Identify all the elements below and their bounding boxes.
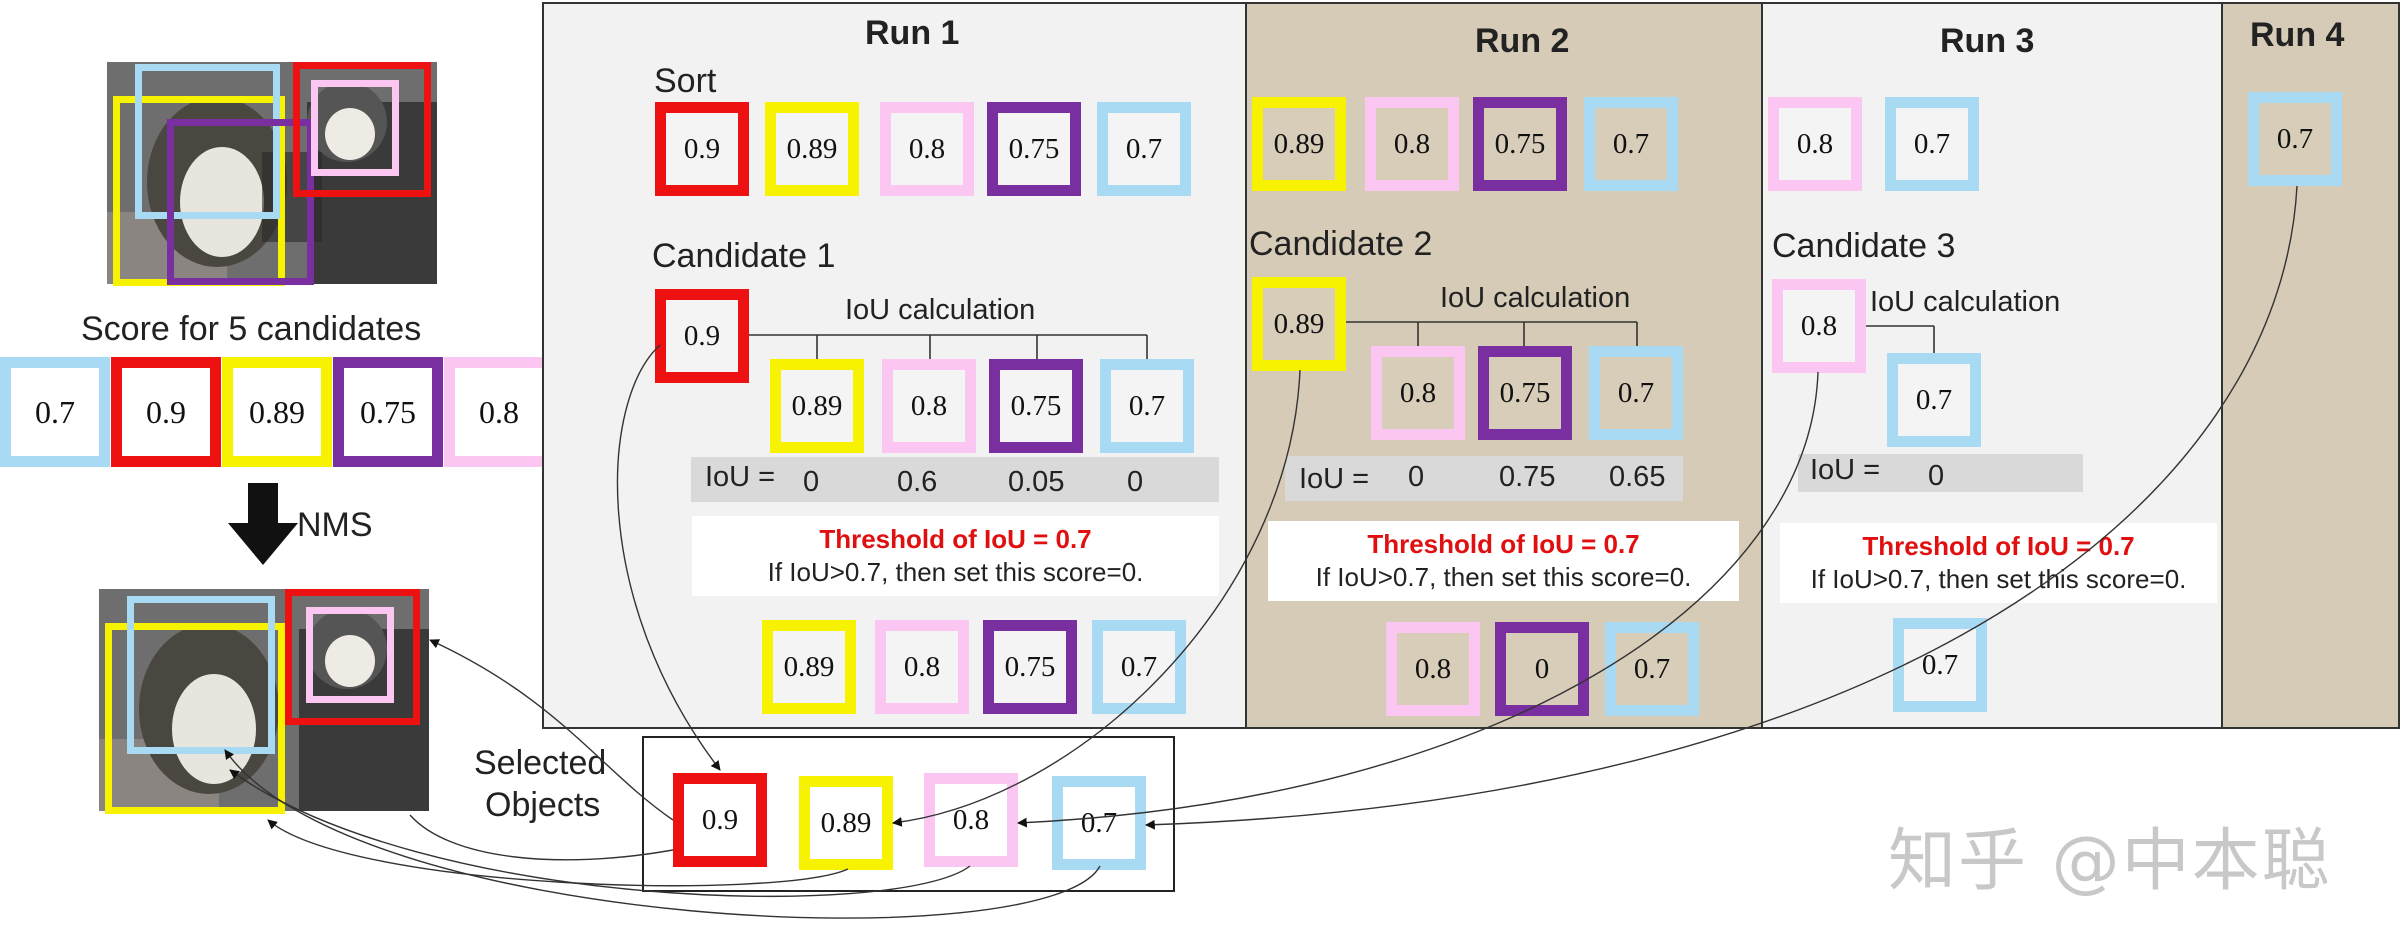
output-box-pink [306, 607, 394, 703]
run1-compare-blue: 0.7 [1100, 359, 1194, 453]
score-box-yellow: 0.89 [222, 357, 332, 467]
arrow-down-icon [228, 483, 298, 565]
run4-box-blue: 0.7 [2248, 92, 2342, 186]
run1-iou-value: 0.05 [1008, 466, 1065, 498]
run3-sorted-blue: 0.7 [1885, 97, 1979, 191]
run2-rule-text: If IoU>0.7, then set this score=0. [1315, 562, 1692, 592]
run3-iou-eq: IoU = [1810, 454, 1881, 486]
watermark: 知乎 @中本聪 [1888, 822, 2332, 901]
run1-sorted-yellow: 0.89 [765, 102, 859, 196]
arrow-yellow-to-output [267, 819, 849, 887]
run3-iou-value: 0 [1928, 460, 1945, 492]
run3-title: Run 3 [1940, 22, 2035, 60]
run2-title: Run 2 [1475, 22, 1570, 60]
run2-compare-blue: 0.7 [1589, 346, 1683, 440]
arrow-run2-to-selected [892, 369, 1301, 827]
score-box-red: 0.9 [111, 357, 221, 467]
run4-title: Run 4 [2250, 16, 2345, 54]
run1-sorted-purple: 0.75 [987, 102, 1081, 196]
input-box-purple [167, 119, 314, 285]
run1-compare-purple: 0.75 [989, 359, 1083, 453]
nms-label: NMS [297, 506, 373, 544]
run1-result-pink: 0.8 [875, 620, 969, 714]
run2-sorted-blue: 0.7 [1584, 97, 1678, 191]
run3-candidate-pink: 0.8 [1772, 279, 1866, 373]
run2-result-purple: 0 [1495, 622, 1589, 716]
output-box-yellow [105, 623, 285, 814]
run2-iou-calc-label: IoU calculation [1440, 282, 1631, 314]
run1-sorted-blue: 0.7 [1097, 102, 1191, 196]
run1-threshold-box: Threshold of IoU = 0.7 If IoU>0.7, then … [692, 516, 1219, 596]
run1-iou-calc-label: IoU calculation [845, 294, 1036, 326]
run1-result-purple: 0.75 [983, 620, 1077, 714]
input-box-red [293, 62, 431, 197]
candidate2-label: Candidate 2 [1249, 225, 1433, 263]
run2-candidate-yellow: 0.89 [1252, 277, 1346, 371]
output-box-blue [127, 596, 275, 754]
run2-iou-value: 0.75 [1499, 461, 1556, 493]
run2-result-blue: 0.7 [1605, 622, 1699, 716]
input-box-pink [311, 80, 399, 176]
selected-pink: 0.8 [924, 773, 1018, 867]
run1-iou-value: 0 [1127, 466, 1144, 498]
run1-threshold-text: Threshold of IoU = 0.7 [819, 524, 1092, 554]
score-box-blue: 0.7 [0, 357, 110, 467]
run1-sorted-red: 0.9 [655, 102, 749, 196]
run3-threshold-box: Threshold of IoU = 0.7 If IoU>0.7, then … [1780, 523, 2217, 603]
run2-iou-value: 0 [1408, 461, 1425, 493]
arrow-output-link [409, 814, 674, 861]
input-box-blue [135, 64, 280, 219]
run3-iou-bar: IoU = 0 [1798, 454, 2083, 492]
arrow-pink-to-output [224, 749, 1101, 919]
selected-label-line1: Selected [474, 744, 607, 782]
selected-blue: 0.7 [1052, 776, 1146, 870]
arrow-run4-to-selected [1145, 185, 2298, 830]
sort-label: Sort [654, 62, 717, 100]
run1-iou-bar: IoU = 0 0.6 0.05 0 [691, 457, 1219, 502]
candidate3-label: Candidate 3 [1772, 227, 1956, 265]
selected-yellow: 0.89 [799, 776, 893, 870]
run1-iou-eq: IoU = [705, 461, 776, 493]
run3-iou-calc-label: IoU calculation [1870, 286, 2061, 318]
run1-iou-value: 0.6 [897, 466, 938, 498]
run3-sorted-pink: 0.8 [1768, 97, 1862, 191]
output-box-red [285, 589, 420, 725]
candidate1-label: Candidate 1 [652, 237, 836, 275]
arrow-red-to-output [429, 639, 674, 821]
score-title: Score for 5 candidates [81, 310, 422, 348]
run2-compare-purple: 0.75 [1478, 346, 1572, 440]
run3-rule-text: If IoU>0.7, then set this score=0. [1810, 564, 2187, 594]
run2-threshold-box: Threshold of IoU = 0.7 If IoU>0.7, then … [1268, 521, 1739, 601]
run3-threshold-text: Threshold of IoU = 0.7 [1862, 531, 2135, 561]
selected-label-line2: Objects [485, 786, 601, 824]
run2-result-pink: 0.8 [1386, 622, 1480, 716]
run2-compare-pink: 0.8 [1371, 346, 1465, 440]
arrow-run1-to-selected [616, 344, 721, 771]
run1-title: Run 1 [865, 14, 960, 52]
run2-iou-eq: IoU = [1299, 463, 1370, 495]
run1-candidate-red: 0.9 [655, 289, 749, 383]
arrow-blue-to-output [229, 769, 971, 898]
selected-red: 0.9 [673, 773, 767, 867]
run1-compare-pink: 0.8 [882, 359, 976, 453]
run1-sorted-pink: 0.8 [880, 102, 974, 196]
score-box-purple: 0.75 [333, 357, 443, 467]
run1-compare-yellow: 0.89 [770, 359, 864, 453]
run3-result-blue: 0.7 [1893, 618, 1987, 712]
run1-result-yellow: 0.89 [762, 620, 856, 714]
run1-iou-value: 0 [803, 466, 820, 498]
run1-rule-text: If IoU>0.7, then set this score=0. [767, 557, 1144, 587]
run2-iou-value: 0.65 [1609, 461, 1666, 493]
run2-sorted-yellow: 0.89 [1252, 97, 1346, 191]
run2-sorted-purple: 0.75 [1473, 97, 1567, 191]
arrow-run3-to-selected [1017, 371, 1819, 828]
run2-iou-bar: IoU = 0 0.75 0.65 [1285, 456, 1683, 501]
run2-threshold-text: Threshold of IoU = 0.7 [1367, 529, 1640, 559]
run3-compare-blue: 0.7 [1887, 353, 1981, 447]
run2-sorted-pink: 0.8 [1365, 97, 1459, 191]
